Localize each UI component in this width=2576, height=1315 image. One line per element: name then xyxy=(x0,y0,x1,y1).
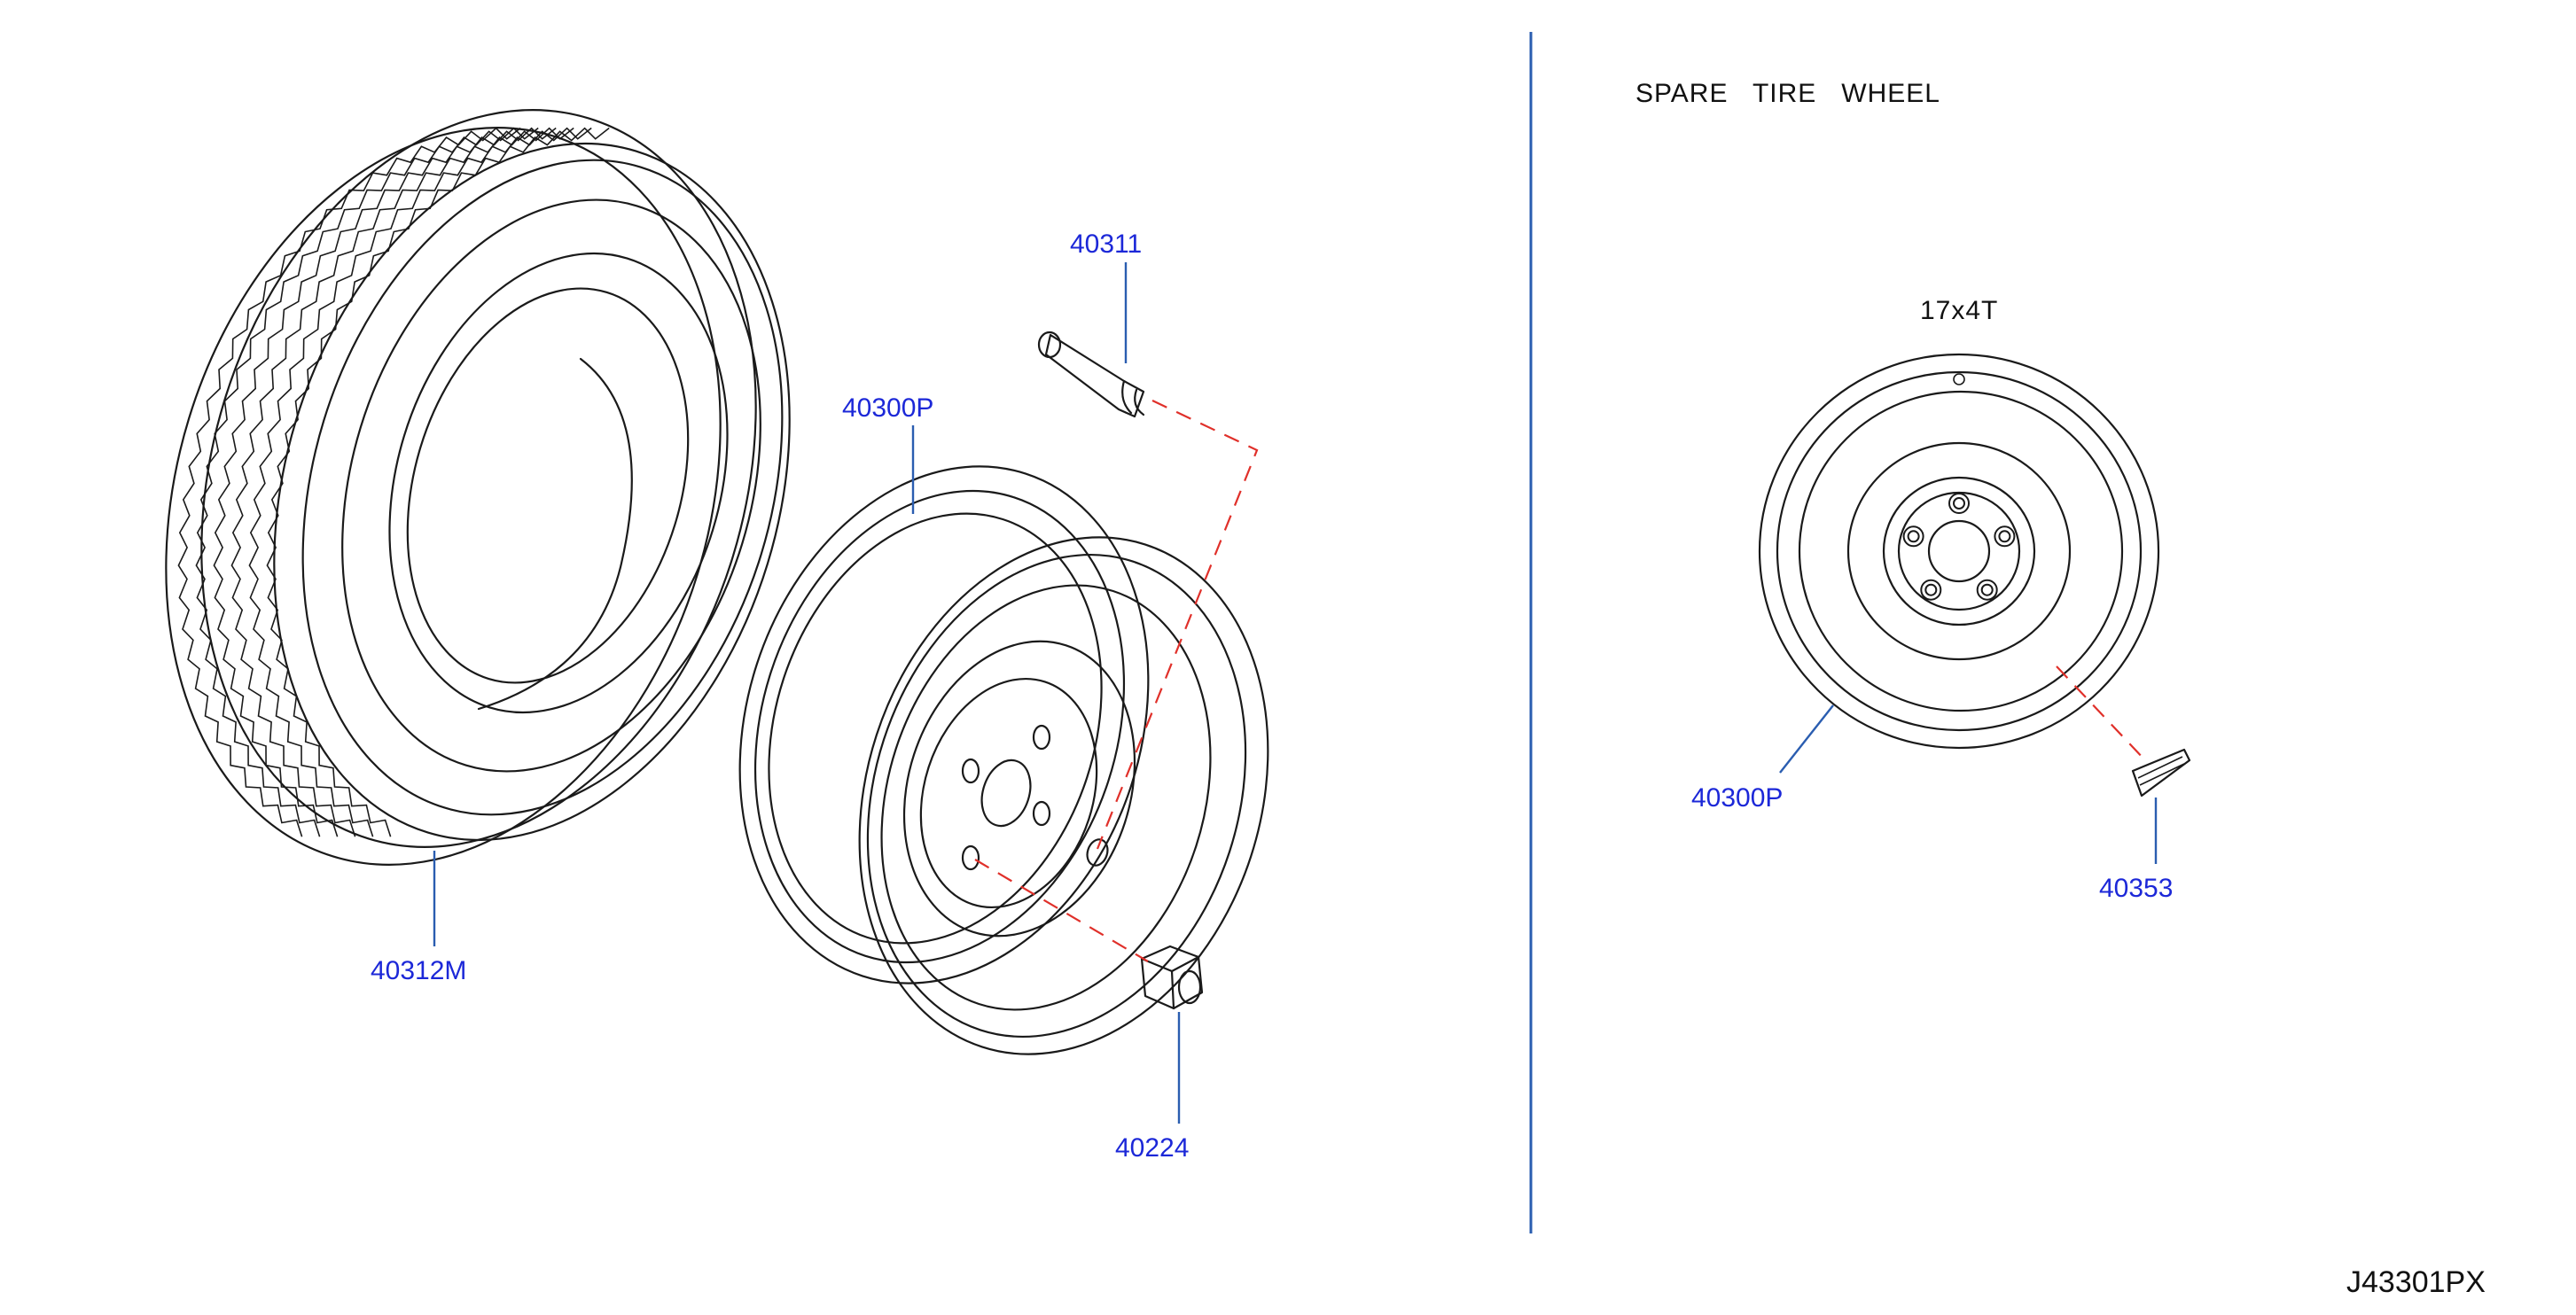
hidden-link-lines xyxy=(974,400,2146,962)
spare-bolt-hole xyxy=(1976,579,1998,601)
spare-bolt-hole xyxy=(1902,525,1924,548)
tread-zigzag xyxy=(248,127,592,837)
part-number-balance-weight[interactable]: 40353 xyxy=(2099,874,2173,903)
spare-bolt-hole xyxy=(1980,583,1994,596)
part-number-wheel-main[interactable]: 40300P xyxy=(842,393,933,423)
part-number-nut[interactable]: 40224 xyxy=(1115,1133,1189,1163)
tire-drawing xyxy=(165,109,791,866)
tread-zigzag xyxy=(213,127,557,837)
spare-bolt-hole xyxy=(1924,583,1938,596)
tread-zigzag xyxy=(177,127,521,837)
spare-bolt-hole xyxy=(1907,530,1920,543)
drawing-code: J43301PX xyxy=(2346,1265,2486,1299)
spare-bolt-hole xyxy=(1920,579,1942,601)
spare-bolt-holes xyxy=(1902,493,2016,601)
weight-link-line xyxy=(2056,665,2146,761)
wheel-drawing xyxy=(738,465,1269,1055)
tread-pattern xyxy=(177,127,610,837)
spare-wheel-drawing xyxy=(1758,353,2160,750)
part-number-wheel-spare[interactable]: 40300P xyxy=(1691,783,1783,813)
valve-link-line xyxy=(1096,400,1259,850)
tread-zigzag xyxy=(266,127,610,837)
tread-zigzag xyxy=(230,127,574,837)
spare-bolt-hole xyxy=(1953,497,1965,510)
leader-40300p-spare xyxy=(1779,704,1834,774)
part-number-valve[interactable]: 40311 xyxy=(1070,230,1142,259)
nut-link-line xyxy=(974,859,1149,962)
spare-bolt-hole xyxy=(1994,525,2016,548)
balance-weight-drawing xyxy=(2131,748,2191,798)
section-title: SPARE TIRE WHEEL xyxy=(1635,79,1940,108)
nut-drawing xyxy=(1140,945,1204,1010)
spare-bolt-hole xyxy=(1998,530,2011,543)
spare-bolt-hole xyxy=(1948,493,1970,514)
valve-drawing xyxy=(1037,331,1145,418)
wheel-size-label: 17x4T xyxy=(1920,296,1998,325)
tread-zigzag xyxy=(195,127,539,837)
part-number-tire[interactable]: 40312M xyxy=(371,956,466,985)
leader-lines xyxy=(433,262,2158,1124)
